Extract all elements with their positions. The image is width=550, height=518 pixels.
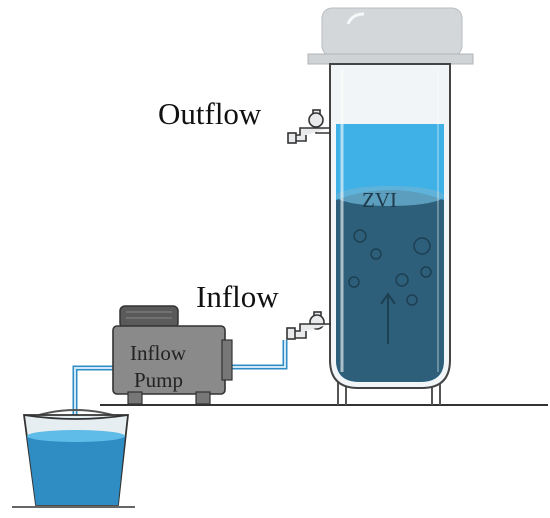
zvi-bed [336, 190, 444, 382]
inflow-tap [286, 311, 331, 340]
water-bucket [22, 409, 130, 506]
reactor-column [329, 63, 451, 389]
outflow-tap [287, 109, 330, 144]
bubbles [348, 229, 432, 306]
inflow-pump [112, 305, 233, 405]
pump-label-line2: Pump [134, 368, 184, 392]
outflow-label: Outflow [158, 96, 262, 131]
flow-up-arrow [380, 292, 396, 344]
inflow-label: Inflow [196, 279, 279, 314]
pump-label-line1: Inflow [130, 341, 186, 365]
column-cap [307, 7, 474, 65]
zvi-label: ZVI [362, 188, 397, 212]
inflow-tube [230, 340, 288, 370]
